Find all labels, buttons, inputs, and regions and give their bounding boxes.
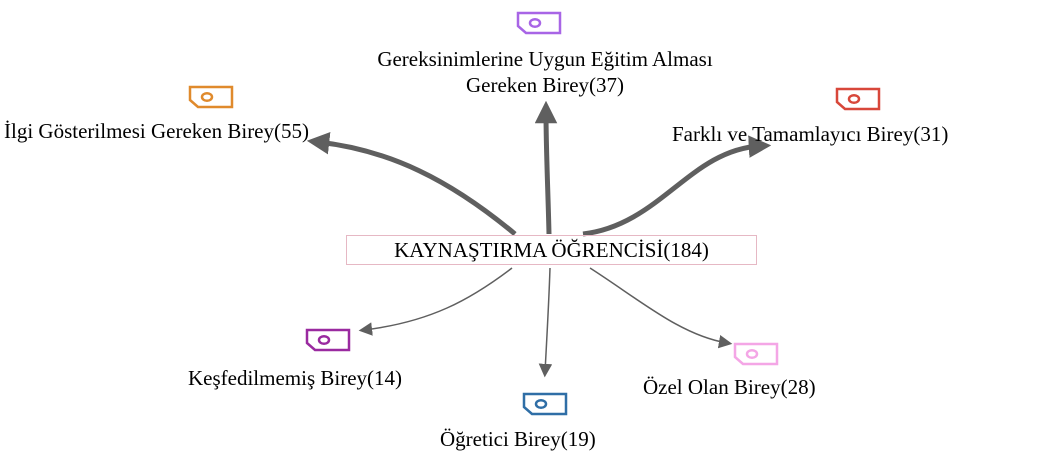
- node-label-ogretici[interactable]: Öğretici Birey(19): [440, 427, 596, 451]
- tag-icon: [516, 11, 562, 35]
- edge-to-ilgi: [306, 132, 517, 236]
- node-label-ozel[interactable]: Özel Olan Birey(28): [643, 375, 816, 399]
- tag-icon: [733, 342, 779, 366]
- tag-icon: [522, 392, 568, 416]
- edge-to-kesfedilmemis: [358, 267, 513, 336]
- tag-icon: [305, 328, 351, 352]
- node-label-ilgi[interactable]: İlgi Gösterilmesi Gereken Birey(55): [4, 119, 309, 143]
- edge-to-gereksinim: [534, 100, 558, 235]
- tag-icon: [188, 85, 234, 109]
- tag-icon: [835, 87, 881, 111]
- node-label-farkli[interactable]: Farklı ve Tamamlayıcı Birey(31): [672, 122, 949, 146]
- edge-to-ozel: [589, 267, 733, 349]
- node-label-gereksinim-line1[interactable]: Gereksinimlerine Uygun Eğitim Alması: [377, 47, 713, 71]
- node-label-gereksinim-line2[interactable]: Gereken Birey(37): [465, 73, 624, 97]
- node-label-kesfedilmemis[interactable]: Keşfedilmemiş Birey(14): [188, 366, 403, 390]
- edge-to-farkli: [582, 135, 772, 237]
- center-node-label: KAYNAŞTIRMA ÖĞRENCİSİ(184): [394, 238, 709, 262]
- center-node-box[interactable]: [346, 235, 757, 265]
- edge-to-ogretici: [538, 267, 553, 378]
